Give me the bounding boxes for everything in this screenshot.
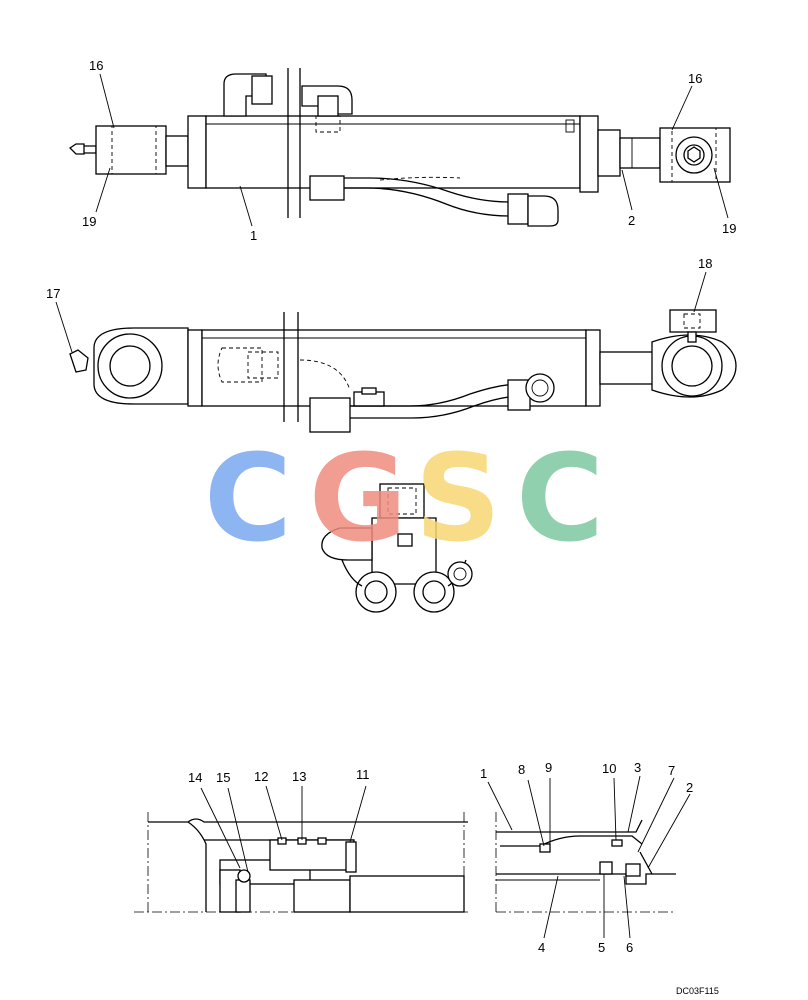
watermark-letter-g-1: G bbox=[309, 430, 408, 569]
watermark-letter-c-3: C bbox=[516, 430, 604, 569]
label-16-left: 16 bbox=[89, 58, 103, 73]
label-2-section: 2 bbox=[686, 780, 693, 795]
label-15: 15 bbox=[216, 770, 230, 785]
label-2-top: 2 bbox=[628, 213, 635, 228]
side-view-labels: 17 18 bbox=[46, 256, 712, 353]
section-left bbox=[134, 812, 470, 915]
watermark-letter-s-2: S bbox=[415, 430, 501, 569]
label-3: 3 bbox=[634, 760, 641, 775]
watermark-letter-c-0: C bbox=[204, 430, 292, 569]
top-view-labels: 16 19 1 2 16 19 bbox=[82, 58, 736, 243]
section-right-labels: 1 8 9 10 3 7 2 4 5 6 bbox=[480, 760, 693, 955]
label-4: 4 bbox=[538, 940, 545, 955]
label-19-left: 19 bbox=[82, 214, 96, 229]
label-19-right: 19 bbox=[722, 221, 736, 236]
label-1-top: 1 bbox=[250, 228, 257, 243]
end-view-cylinder bbox=[321, 483, 473, 613]
figure-code: DC03F115 bbox=[676, 986, 719, 996]
label-11: 11 bbox=[356, 767, 370, 782]
label-6: 6 bbox=[626, 940, 633, 955]
label-1-section: 1 bbox=[480, 766, 487, 781]
label-14: 14 bbox=[188, 770, 202, 785]
label-8: 8 bbox=[518, 762, 525, 777]
side-view-cylinder bbox=[69, 309, 737, 433]
label-16-right: 16 bbox=[688, 71, 702, 86]
label-7: 7 bbox=[668, 763, 675, 778]
label-5: 5 bbox=[598, 940, 605, 955]
label-17: 17 bbox=[46, 286, 60, 301]
section-left-labels: 14 15 12 13 11 bbox=[188, 767, 370, 873]
label-18: 18 bbox=[698, 256, 712, 271]
label-13: 13 bbox=[292, 769, 306, 784]
label-9: 9 bbox=[545, 760, 552, 775]
section-right bbox=[495, 812, 676, 915]
label-12: 12 bbox=[254, 769, 268, 784]
top-view-cylinder bbox=[68, 68, 731, 227]
label-10: 10 bbox=[602, 761, 616, 776]
